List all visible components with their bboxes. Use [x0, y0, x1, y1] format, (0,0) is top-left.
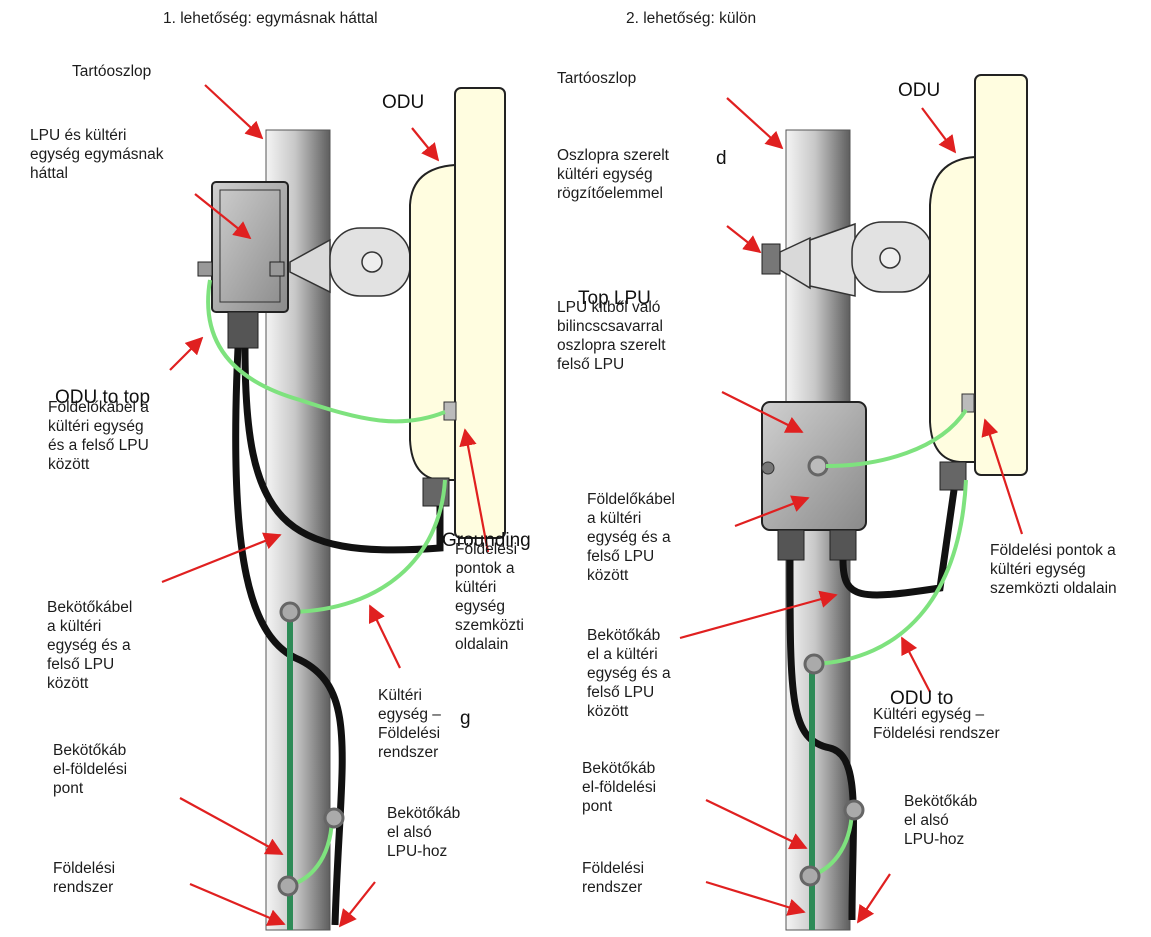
label-connection-cable-left: Bekötőkábel a kültéri egység és a felső …: [47, 599, 133, 692]
option-1-drawing: [197, 87, 506, 931]
arrow-left-ground-system: [189, 882, 286, 926]
label-top-lpu: Top LPU: [578, 288, 651, 309]
black-cable-left-2: [232, 347, 346, 926]
arrow-right-lpu: [721, 391, 804, 433]
arrow-right-cable-point: [705, 799, 808, 850]
arrow-left-pole: [204, 84, 264, 140]
label-connection-cable-right: Bekötőkáb el a kültéri egység és a felső…: [587, 627, 671, 720]
label-cable-ground-point-left: Bekötőkáb el-földelési pont: [53, 742, 128, 797]
black-cable-right-2: [786, 559, 857, 921]
arrow-left-cable-point: [179, 797, 284, 855]
pointer-arrows: [161, 84, 1024, 928]
arrow-right-ground-system: [705, 880, 806, 916]
black-cable-left-1: [241, 347, 444, 554]
arrow-right-odu: [921, 107, 957, 154]
ground-point-left-1: [279, 601, 301, 623]
option-2-drawing: [761, 74, 1028, 931]
ground-point-right-3: [799, 865, 821, 887]
arrow-right-mount: [726, 225, 762, 254]
arrow-right-pole: [726, 97, 784, 150]
arrow-right-ground-cable: [734, 495, 810, 528]
odu-antenna-left: [409, 87, 506, 539]
label-ground-cable-right: Földelőkábel a kültéri egység és a felső…: [587, 491, 675, 584]
lpu-box-left: [197, 181, 289, 349]
ground-point-right-1: [803, 653, 825, 675]
ground-point-left-3: [277, 875, 299, 897]
mount-bracket-left: [289, 227, 411, 297]
label-lpu-back-to-back: LPU és kültéri egység egymásnak háttal: [30, 127, 164, 182]
label-odu-ground-system-right: Kültéri egység – Földelési rendszer: [873, 706, 1000, 742]
label-odu-left: ODU: [382, 92, 425, 113]
label-odu-to: ODU to: [890, 688, 954, 709]
option-2-heading: 2. lehetőség: külön: [626, 10, 757, 27]
label-ground-system-left: Földelési rendszer: [53, 860, 116, 896]
arrow-left-lower-lpu: [338, 881, 376, 928]
label-cable-ground-point-right: Bekötőkáb el-földelési pont: [582, 760, 657, 815]
ground-wire-right-2: [813, 479, 968, 666]
label-ground-points-left: Földelési pontok a kültéri egység szemkö…: [455, 541, 524, 653]
label-grounding: Grounding: [442, 530, 531, 551]
odu-antenna-right: [929, 74, 1028, 491]
arrow-left-lpu: [194, 193, 252, 240]
arrow-left-ground-point: [459, 428, 490, 553]
label-ground-points-right: Földelési pontok a kültéri egység szemkö…: [990, 542, 1117, 597]
black-cable-right-1: [839, 489, 958, 599]
ground-point-right-2: [843, 799, 865, 821]
mount-bracket-right: [761, 221, 933, 297]
label-support-pole-left: Tartóoszlop: [72, 63, 152, 80]
label-g: g: [460, 708, 471, 729]
label-lower-lpu-left: Bekötőkáb el alsó LPU-hoz: [387, 805, 461, 860]
arrow-right-ground-point: [981, 418, 1024, 535]
arrow-left-ground-cable: [169, 336, 204, 371]
option-1-heading: 1. lehetőség: egymásnak háttal: [163, 10, 378, 27]
top-lpu-box-right: [761, 401, 867, 561]
arrow-left-odu: [411, 127, 440, 162]
label-lpu-kit-right: LPU kitből való bilincscsavarral oszlopr…: [557, 299, 666, 373]
label-odu-to-top: ODU to top: [55, 387, 151, 408]
label-odu-ground-system-left: Kültéri egység – Földelési rendszer: [378, 687, 441, 761]
label-ground-cable-left: Földelőkábel a kültéri egység és a felső…: [48, 399, 149, 473]
ground-wire-left-1: [206, 279, 446, 424]
ground-wire-right-1: [825, 408, 968, 468]
label-lower-lpu-right: Bekötőkáb el alsó LPU-hoz: [904, 793, 978, 848]
ground-point-left-2: [323, 807, 345, 829]
label-pole-mounted-odu: Oszlopra szerelt kültéri egység rögzítőe…: [557, 147, 669, 202]
arrow-right-cable: [679, 590, 838, 640]
label-ground-system-right: Földelési rendszer: [582, 860, 645, 896]
label-d: d: [716, 148, 727, 169]
label-support-pole-right: Tartóoszlop: [557, 70, 637, 87]
ground-wire-left-2: [291, 479, 447, 614]
arrow-left-odu-ground: [368, 604, 401, 669]
arrow-left-cable: [161, 532, 282, 584]
arrow-right-lower-lpu: [857, 873, 891, 924]
label-odu-right: ODU: [898, 80, 941, 101]
arrow-right-odu-ground: [901, 636, 931, 693]
